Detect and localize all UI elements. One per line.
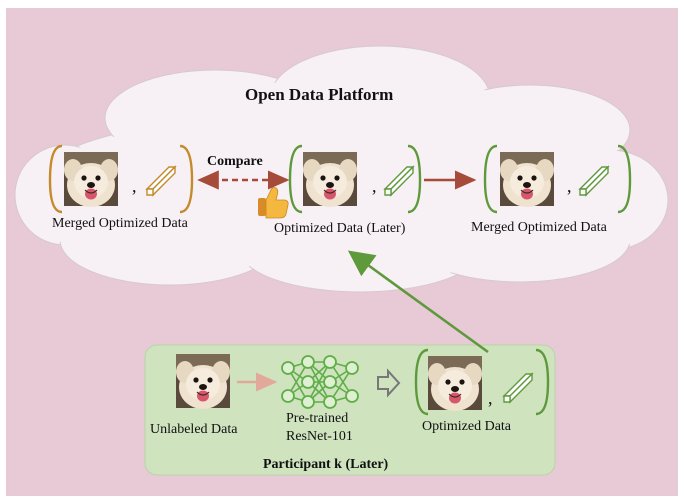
optimized-label: Optimized Data [422, 419, 512, 434]
bracket-right [617, 144, 632, 214]
bracket-left [483, 144, 498, 214]
merged-left-label: Merged Optimized Data [52, 216, 188, 231]
svg-text:,: , [372, 176, 377, 196]
optimized-data-participant: , [414, 348, 550, 416]
platform-title: Open Data Platform [245, 85, 394, 104]
dog-photo [175, 353, 231, 410]
merged-data-right: , [483, 144, 632, 214]
bracket-right [179, 144, 194, 214]
dog-photo [63, 151, 119, 208]
compare-label: Compare [207, 154, 263, 169]
model-label-line1: Pre-trained [286, 411, 349, 426]
bracket-left [414, 348, 429, 416]
bracket-left [288, 144, 303, 214]
bracket-right [535, 348, 550, 416]
optimized-later-label: Optimized Data (Later) [274, 221, 406, 236]
dog-photo [499, 151, 555, 208]
dog-photo [427, 355, 483, 412]
svg-text:,: , [132, 176, 137, 196]
svg-text:,: , [488, 388, 493, 408]
svg-text:,: , [567, 176, 572, 196]
hollow-arrow-icon [377, 368, 401, 398]
merged-data-left: , [48, 144, 194, 214]
optimized-data-later: , [288, 144, 422, 214]
model-label-line2: ResNet-101 [286, 429, 353, 444]
unlabeled-label: Unlabeled Data [150, 422, 238, 437]
participant-label: Participant k (Later) [263, 457, 389, 472]
upload-arrow [347, 250, 489, 354]
dog-photo [302, 151, 358, 208]
thumbs-up-icon [258, 187, 289, 219]
bracket-left [48, 144, 63, 214]
merged-right-label: Merged Optimized Data [471, 220, 607, 235]
neural-network-icon [281, 355, 359, 409]
bracket-right [407, 144, 422, 214]
